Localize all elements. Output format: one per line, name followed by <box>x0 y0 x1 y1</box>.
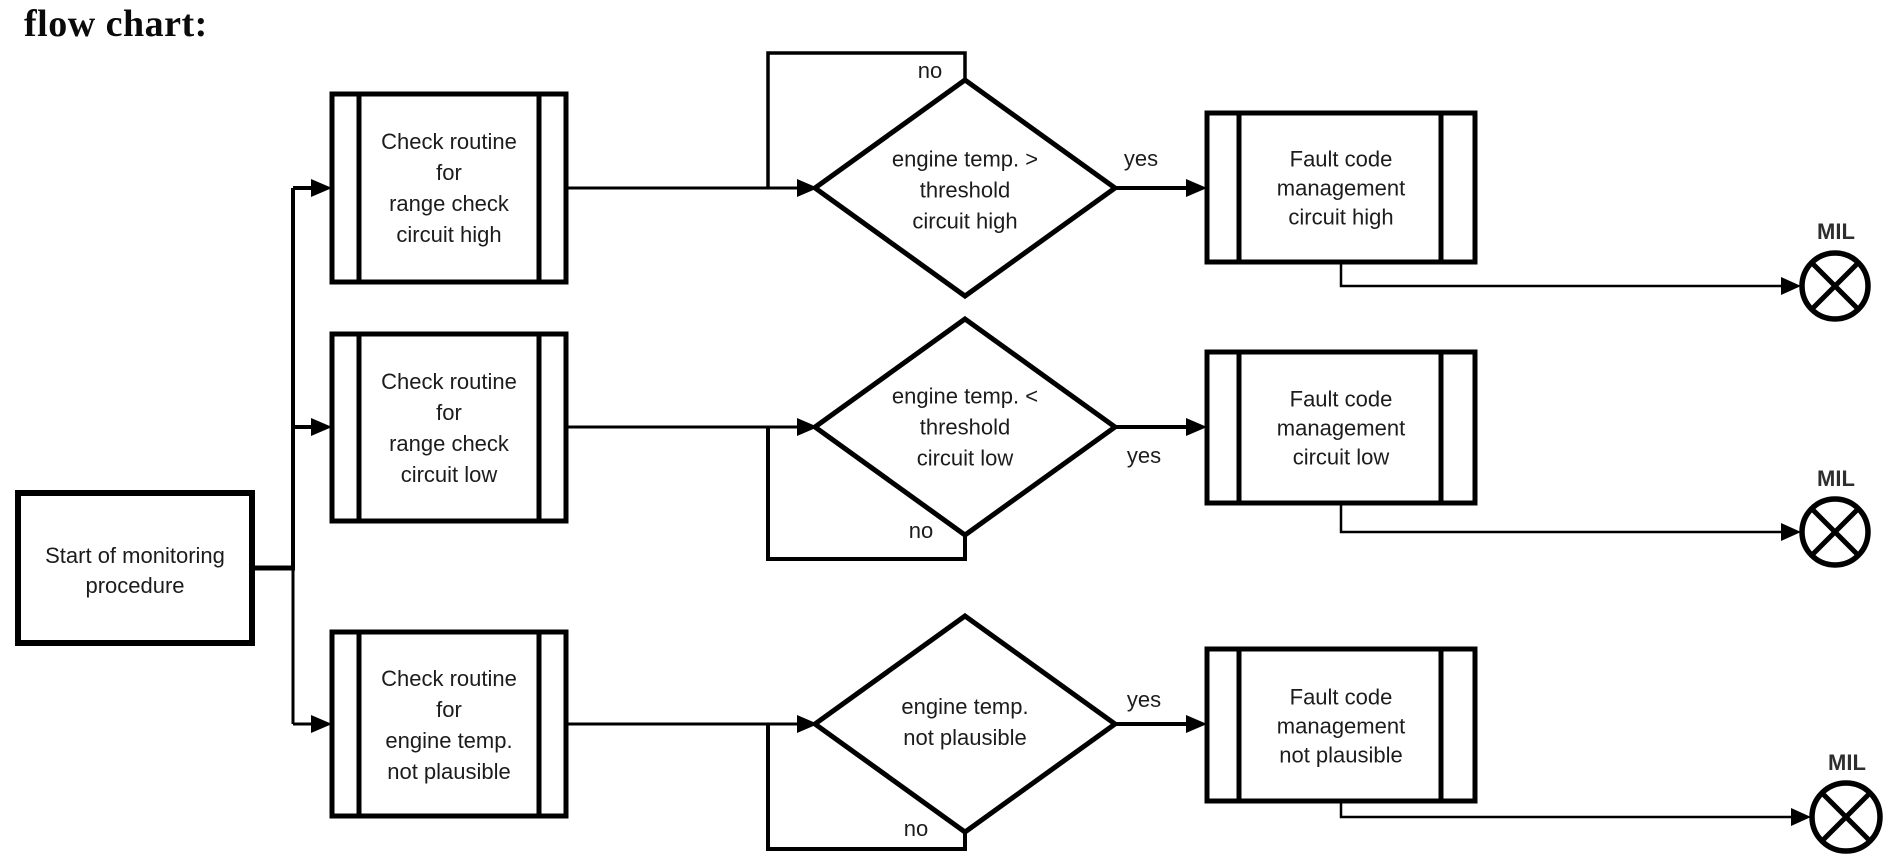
arrow-into-mil1 <box>1781 277 1801 295</box>
decision3-no-edge-label: no <box>903 816 929 841</box>
mil3-lamp-icon <box>1809 780 1883 854</box>
check2-node-label: Check routine for range check circuit lo… <box>381 369 517 487</box>
fault2-node-label: Fault code management circuit low <box>1276 386 1406 470</box>
decision3-no-loop <box>766 724 967 851</box>
decision3-diamond <box>810 612 1120 836</box>
mil3-label: MIL <box>1828 750 1866 775</box>
mil2-cross <box>1810 507 1860 557</box>
arrow-into-check1 <box>311 179 332 197</box>
arrow-into-check3 <box>311 715 332 733</box>
decision2-no-loop <box>766 427 967 561</box>
decision3-yes-edge-label: yes <box>1126 687 1162 712</box>
arrow-into-fault1 <box>1186 179 1207 197</box>
fault3-node-shape <box>1204 646 1478 804</box>
mil1-label: MIL <box>1817 219 1855 244</box>
fault2-to-mil2-line <box>1339 503 1784 534</box>
fault1-node-label: Fault code management circuit high <box>1276 146 1406 230</box>
check3-node-shape <box>329 629 569 819</box>
row2-flow-lines <box>566 425 1784 561</box>
decision2-node-label: engine temp. < threshold circuit low <box>891 383 1039 471</box>
start-trunk-connectors <box>252 186 314 726</box>
page-title: flow chart: <box>24 3 208 45</box>
check3-outer-border <box>329 629 569 819</box>
decision1-yes-edge-label: yes <box>1123 146 1159 171</box>
start-node-shape <box>15 490 255 646</box>
decision2-no-edge-label: no <box>908 518 934 543</box>
check1-node-shape <box>329 91 569 285</box>
fault1-outer-border <box>1204 110 1478 265</box>
check2-outer-border <box>329 331 569 524</box>
mil1-cross <box>1810 261 1860 311</box>
arrow-into-fault2 <box>1186 418 1207 436</box>
arrow-into-decision2 <box>797 418 818 436</box>
fault1-to-mil1-line <box>1339 262 1784 288</box>
fault1-node-shape <box>1204 110 1478 265</box>
decision1-no-edge-label: no <box>917 58 943 83</box>
row1-flow-lines <box>566 51 1784 288</box>
check1-node-label: Check routine for range check circuit hi… <box>381 129 517 247</box>
check1-outer-border <box>329 91 569 285</box>
arrow-into-mil3 <box>1791 808 1811 826</box>
decision1-diamond <box>810 76 1120 300</box>
check3-node-label: Check routine for engine temp. not plaus… <box>381 666 517 784</box>
decision1-node-label: engine temp. > threshold circuit high <box>891 146 1039 234</box>
fault3-node-label: Fault code management not plausible <box>1276 684 1406 768</box>
mil3-cross <box>1820 791 1872 843</box>
start-node-label: Start of monitoring procedure <box>45 543 225 598</box>
mil2-lamp-icon <box>1799 496 1871 568</box>
arrow-into-mil2 <box>1781 523 1801 541</box>
check2-node-shape <box>329 331 569 524</box>
arrow-into-decision1 <box>797 179 818 197</box>
arrow-into-check2 <box>311 418 332 436</box>
arrow-into-fault3 <box>1186 715 1207 733</box>
fault2-outer-border <box>1204 349 1478 506</box>
mil1-lamp-icon <box>1799 250 1871 322</box>
row3-flow-lines <box>566 722 1794 851</box>
arrowheads <box>311 179 1811 826</box>
mil2-label: MIL <box>1817 466 1855 491</box>
start-box-border <box>15 490 255 646</box>
fault3-outer-border <box>1204 646 1478 804</box>
decision3-node-label: engine temp. not plausible <box>901 694 1029 750</box>
decision2-yes-edge-label: yes <box>1126 443 1162 468</box>
decision2-diamond <box>810 315 1120 539</box>
decision-shapes <box>810 76 1120 836</box>
fault2-node-shape <box>1204 349 1478 506</box>
decision1-no-loop <box>766 51 967 188</box>
fault3-to-mil3-line <box>1339 801 1794 819</box>
arrow-into-decision3 <box>797 715 818 733</box>
